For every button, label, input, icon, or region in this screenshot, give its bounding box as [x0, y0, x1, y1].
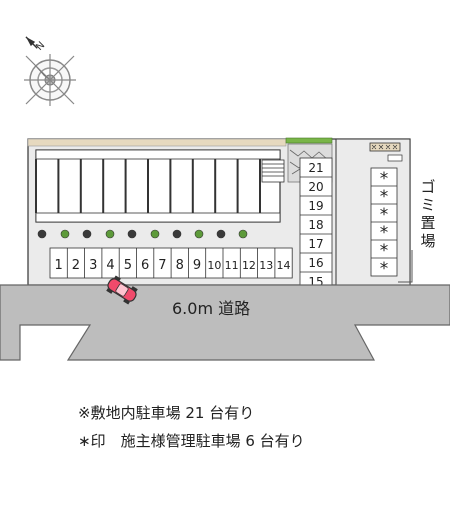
parking-space-label: 6 — [141, 258, 149, 273]
note-owner-parking: ∗印 施主様管理駐車場 6 台有り — [78, 432, 305, 450]
road — [0, 284, 450, 361]
apartment-building — [35, 149, 281, 223]
parking-space-label: 4 — [106, 258, 114, 273]
parking-space-label: 8 — [176, 258, 184, 273]
owner-space-mark: * — [380, 241, 389, 261]
parking-space-label: 12 — [242, 259, 256, 272]
stairs — [261, 159, 285, 183]
car-icon — [106, 275, 138, 305]
parking-space-label: 20 — [308, 180, 323, 194]
parking-space-label: 10 — [207, 259, 221, 272]
owner-parking-spaces: ****** — [370, 167, 398, 279]
parking-space-label: 11 — [225, 259, 239, 272]
parking-space-label: 7 — [158, 258, 166, 273]
hedge-strip — [27, 138, 287, 147]
owner-space-mark: * — [380, 169, 389, 189]
owner-space-mark: * — [380, 187, 389, 207]
parking-space-label: 3 — [89, 258, 97, 273]
parking-space-label: 17 — [308, 237, 323, 251]
parking-space-label: 9 — [193, 258, 201, 273]
garbage-callout-line — [398, 250, 413, 283]
owner-space-mark: * — [380, 205, 389, 225]
garbage-area-label: ゴミ置場 — [420, 178, 436, 250]
note-parking-total: ※敷地内駐車場 21 台有り — [78, 404, 255, 422]
road-label: 6.0m 道路 — [172, 299, 251, 318]
green-strip — [285, 137, 333, 144]
parking-space-label: 2 — [72, 258, 80, 273]
parking-space-label: 21 — [308, 161, 323, 175]
owner-space-mark: * — [380, 259, 389, 279]
parking-space-label: 18 — [308, 218, 323, 232]
owner-space-mark: * — [380, 223, 389, 243]
parking-space-label: 5 — [124, 258, 132, 273]
compass-north-letter: N — [34, 40, 47, 53]
parking-space-label: 13 — [259, 259, 273, 272]
utility-boxes — [369, 142, 403, 162]
shrub-row — [37, 229, 248, 239]
parking-space-label: 16 — [308, 256, 323, 270]
parking-space-label: 19 — [308, 199, 323, 213]
parking-space-label: 14 — [277, 259, 291, 272]
parking-space-label: 1 — [55, 258, 63, 273]
compass-icon: N — [24, 36, 76, 106]
